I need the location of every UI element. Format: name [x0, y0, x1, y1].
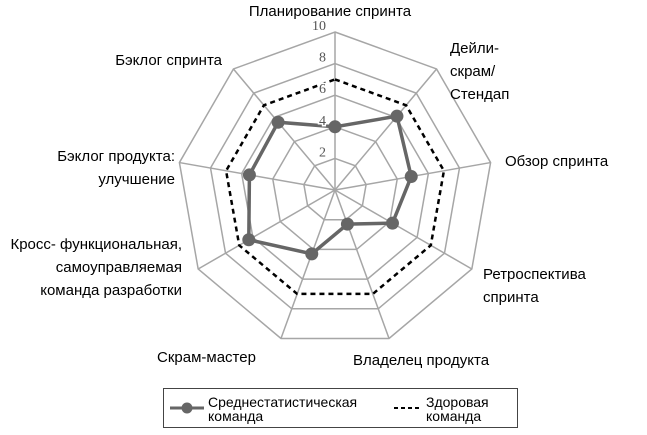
- axis-label-scrum-master: Скрам-мастер: [157, 349, 256, 366]
- axis-label-daily-scrum: Дейли-скрам/ Стендап: [450, 40, 510, 103]
- legend-average-marker: [181, 402, 193, 414]
- tick-label: 10: [312, 19, 326, 34]
- tick-label: 8: [319, 51, 326, 66]
- series-average-point: [404, 170, 418, 184]
- legend: Среднестатистическая команда Здоровая ко…: [163, 388, 518, 428]
- axis-label-cross-functional-team: Кросс- функциональная, самоуправляемая к…: [10, 236, 182, 299]
- series-average-point: [242, 233, 256, 247]
- axis-label-sprint-retro: Ретроспектива спринта: [483, 266, 586, 306]
- axis-label-sprint-backlog: Бэклог спринта: [115, 52, 222, 69]
- legend-average-label: Среднестатистическая команда: [208, 394, 358, 424]
- grid-ring: [271, 126, 399, 251]
- axis-spoke: [334, 68, 438, 191]
- axis-spoke: [232, 68, 336, 191]
- grid-ring: [178, 31, 492, 340]
- axis-spoke: [280, 189, 336, 339]
- axis-spoke: [334, 189, 473, 270]
- series-average-point: [390, 109, 404, 123]
- tick-label: 6: [319, 82, 326, 97]
- series-average-point: [305, 247, 319, 261]
- series-average-line: [247, 114, 414, 256]
- axis-label-product-owner: Владелец продукта: [353, 352, 490, 369]
- axis-spoke: [179, 161, 336, 191]
- series-average-point: [328, 120, 342, 134]
- axis-label-product-backlog: Бэклог продукта: улучшение: [57, 148, 175, 188]
- tick-label: 4: [319, 114, 326, 129]
- legend-healthy-label: Здоровая команда: [426, 394, 489, 424]
- axis-label-sprint-review: Обзор спринта: [505, 153, 609, 170]
- legend-marks: [170, 402, 422, 414]
- axis-spoke: [334, 189, 390, 339]
- axis-spoke: [197, 189, 336, 270]
- grid-ring: [209, 62, 461, 310]
- series-average-point: [242, 168, 256, 182]
- series-average-point: [385, 216, 399, 230]
- tick-label: 2: [319, 145, 326, 160]
- grid-ring: [240, 94, 430, 280]
- grid-ring: [303, 157, 367, 221]
- series-healthy-line: [224, 78, 446, 296]
- axis-label-sprint-planning: Планирование спринта: [248, 3, 412, 20]
- series-average-point: [271, 115, 285, 129]
- series-average-point: [340, 217, 354, 231]
